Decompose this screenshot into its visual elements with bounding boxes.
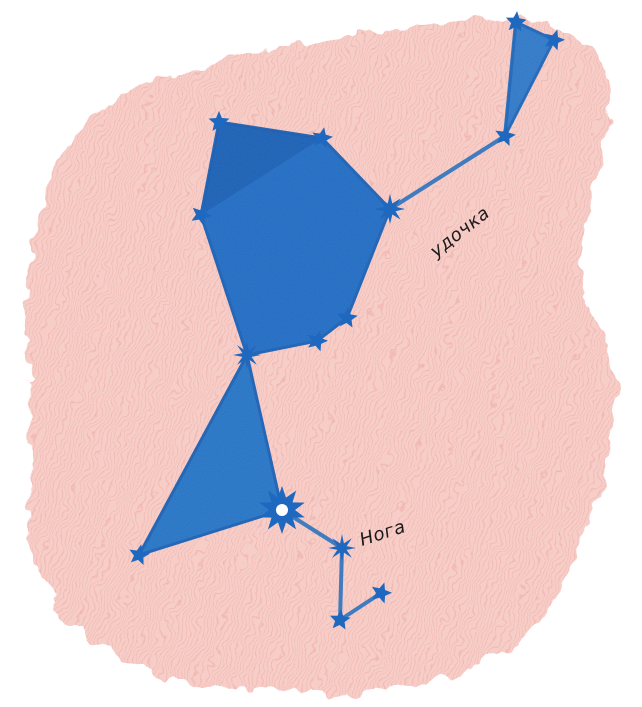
star-waist-icon [233, 341, 261, 369]
star-hand-icon [375, 194, 405, 224]
star-knee-icon [328, 534, 356, 562]
background-wash [25, 19, 615, 696]
star-bright-center [276, 504, 288, 516]
